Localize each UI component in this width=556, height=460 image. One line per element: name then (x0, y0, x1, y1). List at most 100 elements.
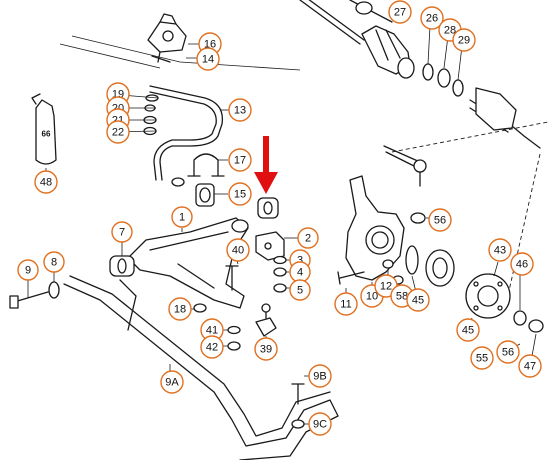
callout-ring (452, 28, 476, 52)
callout-label: 48 (40, 177, 52, 189)
callout-5: 5 (289, 279, 311, 301)
callout-ring (160, 370, 184, 394)
callout-label: 10 (366, 291, 378, 303)
callout-ring (496, 340, 520, 364)
callout-ring (228, 182, 252, 206)
callout-18: 18 (168, 297, 192, 321)
callout-ring (254, 337, 278, 361)
callout-15: 15 (228, 182, 252, 206)
lower-control-arm (127, 217, 249, 309)
callout-9A: 9A (160, 370, 184, 394)
callout-ring (171, 206, 193, 228)
callout-label: 56 (434, 215, 446, 227)
highlight-arrow (254, 136, 278, 194)
stabilizer-bar-inner (149, 91, 217, 181)
callout-1: 1 (171, 206, 193, 228)
callout-ring (106, 120, 130, 144)
callout-label: 27 (394, 7, 406, 19)
callout-4: 4 (289, 261, 311, 283)
wheel-hub (465, 273, 511, 319)
callout-label: 9B (313, 371, 326, 383)
frame-line-top (71, 35, 301, 71)
callout-ring (228, 148, 252, 172)
callout-ring (488, 238, 512, 262)
washer-8 (48, 281, 60, 299)
stabilizer-mount-top (147, 13, 187, 63)
callout-13: 13 (228, 98, 252, 122)
callout-ring (34, 170, 58, 194)
parts-drawing: 66 (9, 0, 549, 460)
callout-ring (200, 335, 224, 359)
callout-label: 18 (174, 304, 186, 316)
callout-label: 1 (179, 212, 185, 224)
callout-ring (420, 6, 444, 30)
callout-48: 48 (34, 170, 58, 194)
callout-17: 17 (228, 148, 252, 172)
callout-29: 29 (452, 28, 476, 52)
nut-56a (410, 212, 426, 224)
drive-shaft (299, 0, 541, 149)
callout-label: 2 (305, 233, 311, 245)
callout-ring (510, 252, 534, 276)
callout-9B: 9B (308, 364, 332, 388)
callout-45b: 45 (456, 318, 480, 342)
callout-label: 26 (426, 13, 438, 25)
callout-ring (470, 346, 494, 370)
callout-22: 22 (106, 120, 130, 144)
leader-lines (27, 2, 537, 425)
nut-47 (528, 319, 544, 333)
callout-40: 40 (226, 238, 250, 262)
callout-label: 39 (260, 344, 272, 356)
wheel-bearing (425, 249, 455, 287)
callout-label: 15 (234, 189, 246, 201)
bolt-11 (337, 271, 365, 285)
nut-42 (227, 341, 241, 351)
guide-line-1 (391, 121, 549, 153)
frame-line-top-2 (59, 43, 161, 69)
stabilizer-bar-end (171, 177, 185, 187)
bottle-label: 66 (42, 130, 51, 139)
callout-ring (228, 98, 252, 122)
callout-label: 7 (119, 227, 125, 239)
callout-ring (428, 208, 452, 232)
callout-label: 43 (494, 245, 506, 257)
callout-layer: 1614272628291920212213171548172345409818… (17, 0, 542, 436)
callout-label: 47 (524, 361, 536, 373)
clamp (187, 153, 225, 177)
callout-ring (168, 297, 192, 321)
callout-label: 29 (458, 35, 470, 47)
washer-41 (227, 325, 241, 335)
callout-label: 9 (25, 265, 31, 277)
arm-bush (109, 255, 135, 277)
callout-27: 27 (388, 0, 412, 24)
guide-line-2 (505, 153, 541, 305)
callout-ring (308, 412, 332, 436)
nut-18 (193, 303, 207, 313)
callout-56a: 56 (428, 208, 452, 232)
callout-7: 7 (111, 221, 133, 243)
callout-label: 58 (396, 291, 408, 303)
callout-label: 28 (444, 25, 456, 37)
callout-9: 9 (17, 259, 39, 281)
callout-ring (226, 238, 250, 262)
callout-ring (456, 318, 480, 342)
callout-label: 17 (234, 155, 246, 167)
bolt-9b (291, 383, 305, 405)
callout-label: 46 (516, 259, 528, 271)
callout-ring (518, 354, 542, 378)
highlighted-bush (257, 197, 279, 219)
callout-label: 22 (112, 127, 124, 139)
callout-ring (289, 279, 311, 301)
callout-2: 2 (297, 227, 319, 249)
callout-label: 45 (462, 325, 474, 337)
callout-56b: 56 (496, 340, 520, 364)
callout-label: 55 (476, 353, 488, 365)
callout-9C: 9C (308, 412, 332, 436)
ball-joint (255, 303, 277, 337)
part-12 (382, 259, 394, 269)
callout-label: 12 (380, 281, 392, 293)
callout-label: 11 (340, 299, 351, 311)
callout-label: 14 (202, 54, 214, 66)
steering-knuckle (345, 175, 405, 281)
